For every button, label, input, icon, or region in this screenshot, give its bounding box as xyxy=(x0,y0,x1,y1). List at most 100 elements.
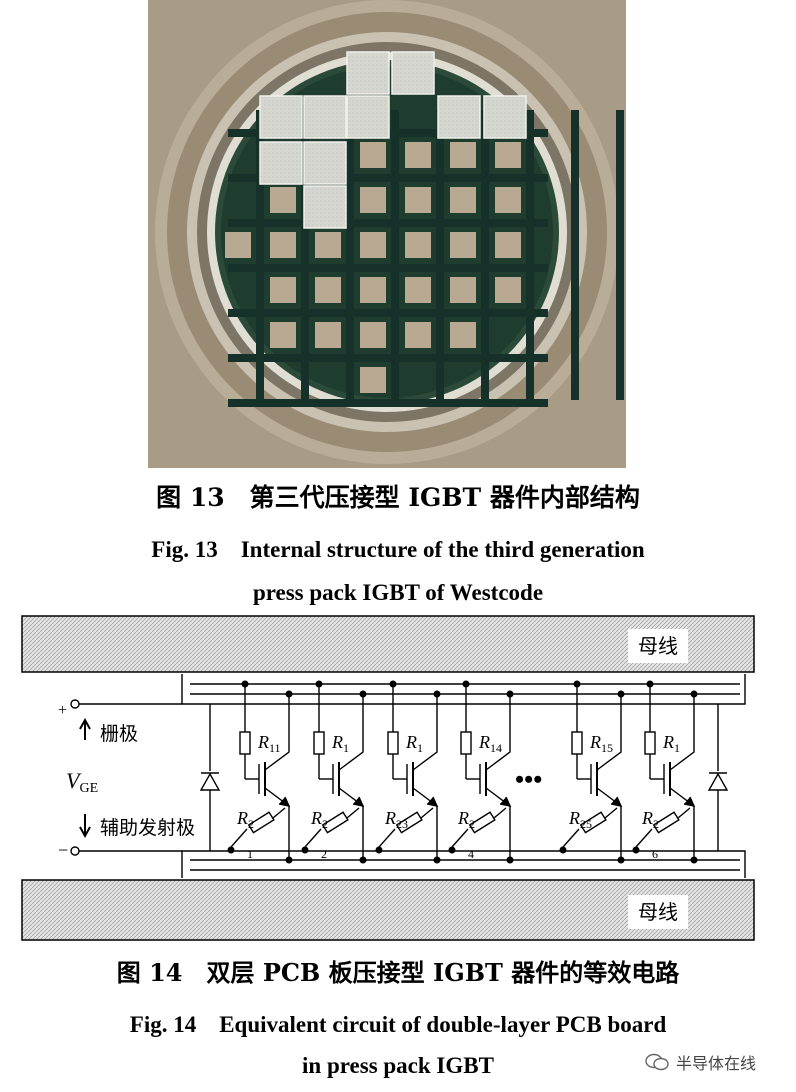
pcb-pad xyxy=(315,322,341,348)
collector-junction xyxy=(690,690,698,698)
silver-chip xyxy=(303,141,347,185)
gate-resistor xyxy=(313,731,325,755)
silver-chip xyxy=(303,185,347,229)
silver-chip xyxy=(259,141,303,185)
silver-chips xyxy=(259,51,527,229)
emitter-junction xyxy=(359,856,367,864)
emitter-resistor-label: R2 xyxy=(310,808,328,831)
collector-junction xyxy=(433,690,441,698)
pcb-grid xyxy=(225,110,624,407)
pcb-pad xyxy=(495,142,521,168)
pcb-pad xyxy=(360,367,386,393)
node-number: 2 xyxy=(321,847,327,861)
silver-chip xyxy=(483,95,527,139)
silver-chip xyxy=(391,51,435,95)
pcb-pad xyxy=(405,142,431,168)
emitter-resistor xyxy=(468,811,496,834)
silver-chip xyxy=(346,95,390,139)
emitter-resistor xyxy=(652,811,680,834)
gate-arrow xyxy=(79,717,91,740)
pcb-pad xyxy=(495,277,521,303)
emitter-resistor-label: R25 xyxy=(568,808,592,831)
pcb-pad xyxy=(270,187,296,213)
silver-chip xyxy=(303,95,347,139)
pcb-pad xyxy=(360,232,386,258)
emitter-junction xyxy=(433,856,441,864)
pcb-pad xyxy=(450,277,476,303)
emitter-resistor-label: R23 xyxy=(384,808,408,831)
gate-resistor-label: R14 xyxy=(478,732,502,755)
gate-resistor xyxy=(387,731,399,755)
pcb-pad xyxy=(405,322,431,348)
pcb-pad xyxy=(450,187,476,213)
pcb-pad xyxy=(270,232,296,258)
emitter-resistor xyxy=(321,811,349,834)
figure13-photo xyxy=(148,0,626,468)
node-number: 6 xyxy=(652,847,658,861)
gate-resistor-label: R1 xyxy=(662,732,680,755)
pcb-pad xyxy=(450,142,476,168)
pcb-pad xyxy=(315,232,341,258)
emitter-arrow xyxy=(79,814,91,839)
collector-junction xyxy=(506,690,514,698)
emitter-junction xyxy=(506,856,514,864)
collector-junction xyxy=(617,690,625,698)
emitter-junction xyxy=(617,856,625,864)
figure14-caption-cn: 图 14 双层 PCB 板压接型 IGBT 器件的等效电路 xyxy=(116,958,680,987)
watermark-text: 半导体在线 xyxy=(675,1054,756,1073)
ellipsis: ••• xyxy=(515,765,542,794)
node-number: 1 xyxy=(247,847,253,861)
busbar-bottom-label: 母线 xyxy=(638,900,678,924)
silver-chip xyxy=(259,95,303,139)
emitter-resistor-label: R2 xyxy=(457,808,475,831)
pcb-pad xyxy=(405,277,431,303)
gate-resistor-label: R15 xyxy=(589,732,613,755)
watermark: 半导体在线 xyxy=(644,1050,756,1074)
node-number: 4 xyxy=(468,847,474,861)
figure14-circuit: 母线 母线 + − 栅极 VGE 辅助发射极 R11R21R1R22R1R23R… xyxy=(21,615,755,941)
figure13-caption-en-line2: press pack IGBT of Westcode xyxy=(252,580,544,605)
figure13-caption-cn: 图 13 第三代压接型 IGBT 器件内部结构 xyxy=(156,483,640,512)
pcb-pad xyxy=(360,187,386,213)
pcb-layers xyxy=(75,674,746,878)
gate-resistor xyxy=(644,731,656,755)
silver-chip xyxy=(346,51,390,95)
gate-resistor-label: R11 xyxy=(257,732,281,755)
figure13-caption-en-line1: Fig. 13 Internal structure of the third … xyxy=(151,537,645,562)
busbar-top-label: 母线 xyxy=(638,634,678,658)
pcb-pad xyxy=(450,232,476,258)
emitter-junction xyxy=(285,856,293,864)
vge-label: VGE xyxy=(66,768,98,796)
emitter-junction xyxy=(690,856,698,864)
emitter-resistor xyxy=(579,811,607,834)
collector-junction xyxy=(359,690,367,698)
gate-resistor-label: R1 xyxy=(405,732,423,755)
pcb-pad xyxy=(270,277,296,303)
pcb-pad xyxy=(405,232,431,258)
pcb-pad xyxy=(495,187,521,213)
pcb-pad xyxy=(315,277,341,303)
gate-label: 栅极 xyxy=(100,723,138,745)
emitter-resistor xyxy=(395,811,423,834)
gate-resistor xyxy=(239,731,251,755)
pcb-pad xyxy=(360,142,386,168)
gate-resistor xyxy=(571,731,583,755)
emitter-resistor-label: R2 xyxy=(236,808,254,831)
silver-chip xyxy=(437,95,481,139)
minus-terminal: − xyxy=(58,840,68,860)
emitter-label: 辅助发射极 xyxy=(100,817,195,839)
pcb-pad xyxy=(360,322,386,348)
diode-right xyxy=(707,704,729,851)
figure14-caption-en-line2: in press pack IGBT xyxy=(302,1053,494,1078)
pcb-pad xyxy=(360,277,386,303)
pcb-pad xyxy=(270,322,296,348)
plus-terminal: + xyxy=(58,702,67,719)
gate-resistor xyxy=(460,731,472,755)
pcb-pad xyxy=(225,232,251,258)
pcb-pad xyxy=(495,232,521,258)
